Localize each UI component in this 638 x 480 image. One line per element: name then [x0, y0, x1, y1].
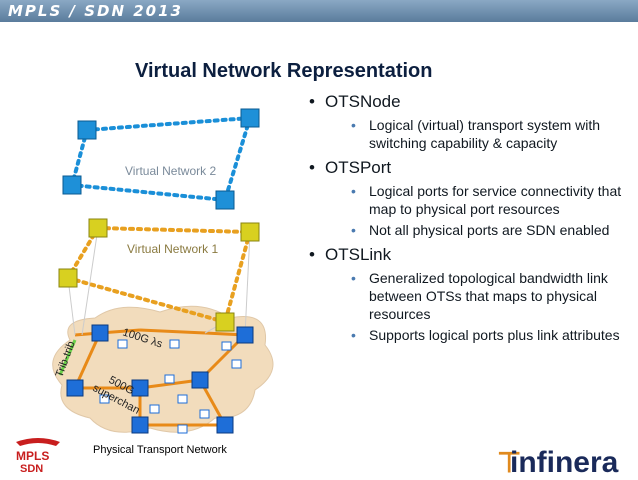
vn1-label: Virtual Network 1 [127, 242, 218, 256]
physical-network-cloud [52, 305, 274, 433]
vn1-node [88, 218, 108, 238]
slide-title: Virtual Network Representation [135, 60, 433, 82]
physical-switch-nodes [66, 324, 254, 434]
mpls-logo-line2: SDN [20, 463, 43, 475]
bullet-otslink: OTSLink [305, 245, 635, 265]
vn1-node [58, 268, 78, 288]
bullet-otsport: OTSPort [305, 158, 635, 178]
vn2-links [70, 116, 252, 202]
vn2-label: Virtual Network 2 [125, 164, 216, 178]
bullet-otsnode: OTSNode [305, 92, 635, 112]
mpls-sdn-logo: MPLS SDN [16, 438, 60, 475]
mpls-logo-line1: MPLS [16, 449, 49, 463]
vn2-node [215, 190, 235, 210]
vn2-node [62, 175, 82, 195]
vn1-node [215, 312, 235, 332]
physical-network-label: Physical Transport Network [93, 444, 227, 456]
port-markers [99, 339, 242, 434]
header-band: MPLS / SDN 2013 [0, 0, 638, 22]
sub-bullet: Logical ports for service connectivity t… [305, 182, 635, 218]
network-diagram: Virtual Network 2 Virtual Network 1 100G… [52, 108, 274, 434]
sub-bullet: Logical (virtual) transport system with … [305, 116, 635, 152]
vn2-node [77, 120, 97, 140]
vn1-node [240, 222, 260, 242]
vn2-node [240, 108, 260, 128]
sub-bullet: Generalized topological bandwidth link b… [305, 269, 635, 323]
event-title: MPLS / SDN 2013 [8, 2, 183, 20]
infinera-logo-mark: ⊤ [497, 447, 522, 478]
infinera-logo-text: infinera [510, 446, 619, 479]
trib-trib-link [58, 339, 77, 376]
bullet-list: OTSNode Logical (virtual) transport syst… [305, 92, 635, 347]
sub-bullet: Not all physical ports are SDN enabled [305, 221, 635, 239]
sub-bullet: Supports logical ports plus link attribu… [305, 326, 635, 344]
